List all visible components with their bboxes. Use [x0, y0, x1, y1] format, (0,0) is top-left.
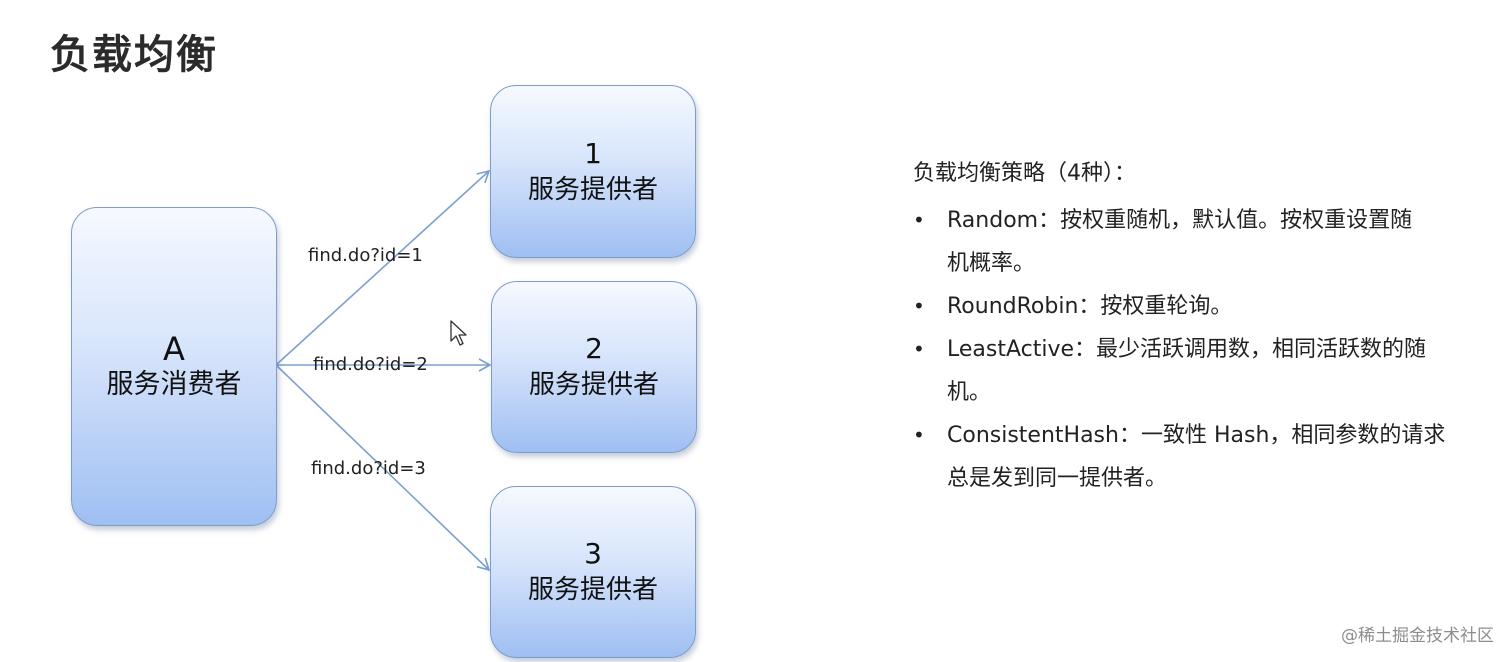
- consumer-id: A: [163, 329, 185, 368]
- strategy-text-line: 机概率。: [947, 251, 1036, 276]
- provider-id: 1: [584, 136, 602, 170]
- strategy-item-consistenthash: • ConsistentHash：一致性 Hash，相同参数的请求 总是发到同一…: [913, 414, 1498, 500]
- provider-id: 2: [585, 332, 603, 365]
- strategy-text-line: ConsistentHash：一致性 Hash，相同参数的请求: [947, 423, 1446, 448]
- page-title: 负载均衡: [50, 32, 218, 78]
- edge-label-request-2: find.do?id=2: [313, 354, 428, 375]
- edge-label-request-1: find.do?id=1: [308, 245, 423, 266]
- bullet-icon: •: [913, 208, 925, 232]
- provider-id: 3: [584, 537, 602, 570]
- strategy-text-line: LeastActive：最少活跃调用数，相同活跃数的随: [947, 337, 1427, 362]
- strategy-list: • Random：按权重随机，默认值。按权重设置随 机概率。 • RoundRo…: [913, 199, 1498, 500]
- arrow-to-provider-1: [275, 169, 491, 366]
- strategy-text-line: 总是发到同一提供者。: [947, 466, 1168, 491]
- mouse-cursor-icon: [450, 320, 467, 346]
- provider-label: 服务提供者: [528, 370, 659, 400]
- strategy-item-roundrobin: • RoundRobin：按权重轮询。: [913, 285, 1498, 328]
- strategy-text-line: 机。: [947, 380, 992, 405]
- provider-label: 服务提供者: [527, 174, 658, 205]
- strategy-panel: 负载均衡策略（4种）： • Random：按权重随机，默认值。按权重设置随 机概…: [913, 155, 1498, 500]
- bullet-icon: •: [913, 337, 925, 361]
- bullet-icon: •: [913, 423, 925, 447]
- provider-label: 服务提供者: [527, 575, 658, 605]
- provider-box-2: 2 服务提供者: [491, 281, 697, 453]
- consumer-box: A 服务消费者: [71, 207, 277, 526]
- provider-box-1: 1 服务提供者: [490, 85, 696, 258]
- edge-label-request-3: find.do?id=3: [311, 458, 426, 479]
- bullet-icon: •: [913, 294, 925, 318]
- arrow-to-provider-3: [275, 364, 491, 572]
- strategy-item-leastactive: • LeastActive：最少活跃调用数，相同活跃数的随 机。: [913, 328, 1498, 414]
- strategy-text-line: Random：按权重随机，默认值。按权重设置随: [947, 208, 1413, 233]
- provider-box-3: 3 服务提供者: [490, 486, 696, 658]
- strategy-text-line: RoundRobin：按权重轮询。: [947, 294, 1233, 319]
- strategy-heading: 负载均衡策略（4种）：: [913, 161, 1136, 186]
- watermark: @稀土掘金技术社区: [1341, 626, 1494, 646]
- consumer-label: 服务消费者: [106, 368, 242, 400]
- strategy-item-random: • Random：按权重随机，默认值。按权重设置随 机概率。: [913, 199, 1498, 285]
